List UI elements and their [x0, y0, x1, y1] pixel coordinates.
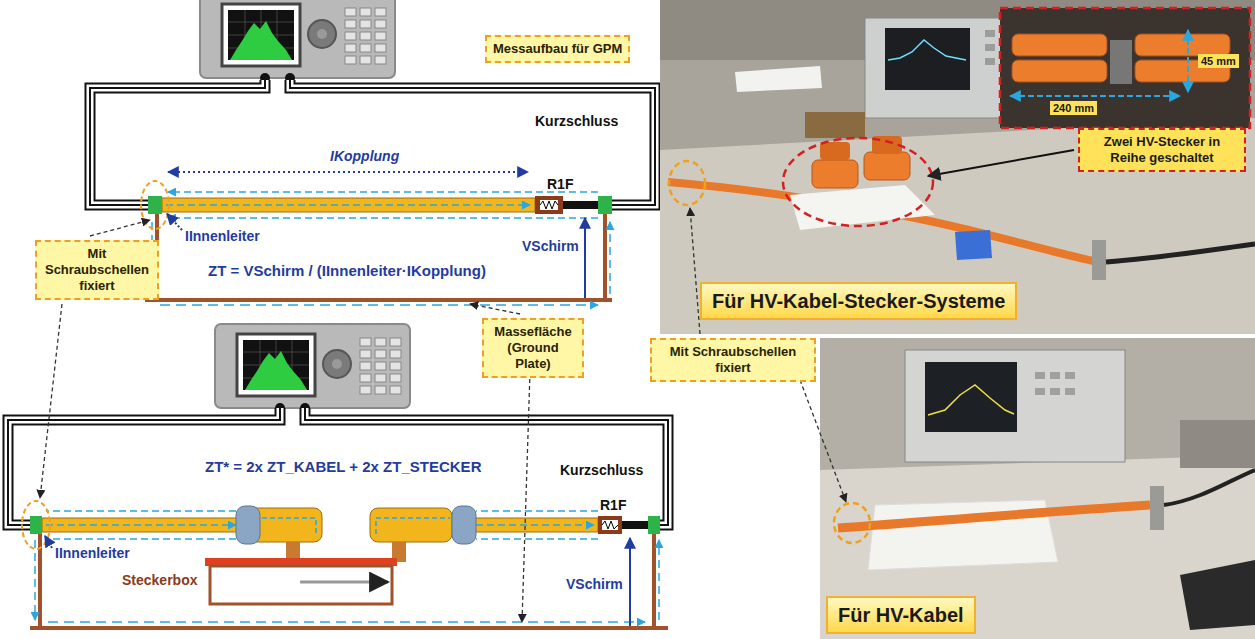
component-label: Steckerbox — [122, 572, 197, 589]
note-callout: Mit Schraubschellen fixiert — [650, 338, 816, 382]
note-callout: Massefläche (Ground Plate) — [482, 318, 584, 378]
spectrum-analyzer — [215, 324, 410, 413]
photo-cable-setup — [820, 338, 1255, 639]
node-text: Für HV-Kabel — [838, 603, 964, 627]
node-text: Zwei HV-Stecker in Reihe geschaltet — [1086, 134, 1238, 166]
signal-name: IInnenleiter — [185, 228, 260, 245]
resistor-symbol — [535, 196, 563, 214]
spectrum-analyzer — [200, 0, 395, 83]
coaxial-cable — [22, 501, 660, 549]
note-callout: Zwei HV-Stecker in Reihe geschaltet — [1078, 128, 1246, 172]
voltage-arrow — [584, 218, 586, 298]
photo-cable-connector-setup — [660, 0, 1255, 334]
component-label: Kurzschluss — [535, 113, 618, 130]
ground-plate — [145, 214, 612, 305]
component-label: Kurzschluss — [560, 462, 643, 479]
node-text: Mit Schraubschellen fixiert — [43, 246, 151, 294]
photo-caption: Für HV-Kabel-Stecker-Systeme — [700, 282, 1017, 320]
ground-plate — [30, 533, 668, 628]
hv-connector — [236, 506, 476, 562]
note-callout: Mit Schraubschellen fixiert — [35, 240, 159, 300]
leader-line — [40, 208, 846, 622]
signal-name: VSchirm — [522, 238, 579, 255]
signal-name: IInnenleiter — [55, 545, 130, 562]
current-arrow — [45, 536, 52, 548]
photo-caption: Für HV-Kabel — [826, 596, 976, 634]
coaxial-cable — [141, 181, 612, 229]
signal-name: VSchirm — [566, 576, 623, 593]
dimension: 240 mm — [1050, 101, 1097, 115]
dimension: 45 mm — [1198, 54, 1239, 68]
formula: ZT* = 2x ZT_KABEL + 2x ZT_STECKER — [205, 458, 481, 476]
node-text: Mit Schraubschellen fixiert — [658, 344, 808, 376]
title-callout: Messaufbau für GPM — [485, 35, 630, 63]
connector-box — [205, 558, 397, 604]
measurement-cable — [8, 80, 668, 525]
component-label: R1F — [600, 497, 626, 514]
signal-name: IKopplung — [330, 148, 399, 165]
resistor-symbol — [598, 516, 622, 534]
coupling-arrow — [168, 171, 528, 173]
node-text: Messaufbau für GPM — [493, 41, 622, 57]
leader-line — [928, 150, 1074, 176]
formula: ZT = VSchirm / (IInnenleiter·IKopplung) — [208, 262, 486, 280]
short-circuit — [563, 201, 598, 209]
photo-inset — [1000, 8, 1250, 128]
short-circuit — [622, 521, 648, 529]
node-text: Für HV-Kabel-Stecker-Systeme — [712, 289, 1005, 313]
component-label: R1F — [547, 176, 573, 193]
node-text: Massefläche (Ground Plate) — [490, 324, 576, 372]
current-arrow — [167, 214, 182, 230]
voltage-arrow — [629, 538, 631, 626]
